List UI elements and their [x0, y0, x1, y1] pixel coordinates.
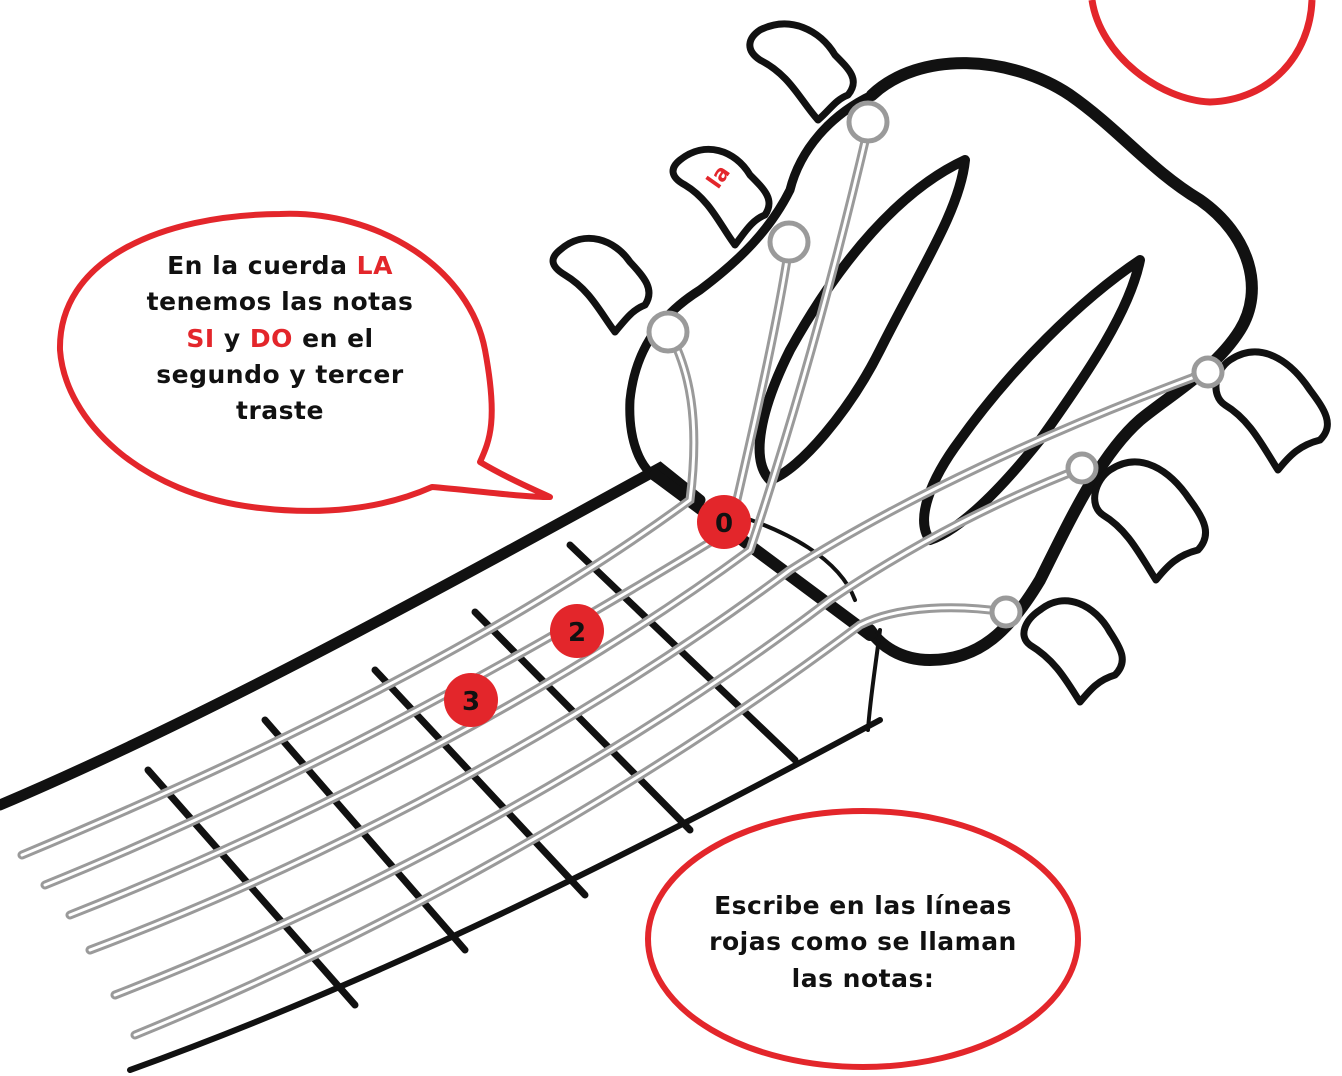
string-post — [649, 313, 687, 351]
svg-text:2: 2 — [568, 618, 586, 648]
tuning-peg — [553, 238, 649, 332]
bubble-bottom-text: Escribe en las líneas rojas como se llam… — [668, 888, 1058, 997]
text: segundo y tercer — [110, 357, 450, 393]
tuning-peg — [1024, 601, 1122, 702]
fret-marker-2: 2 — [550, 604, 604, 658]
text: en el — [293, 324, 374, 353]
svg-text:0: 0 — [715, 509, 733, 539]
text: las notas: — [668, 961, 1058, 997]
highlight-la: LA — [357, 251, 393, 280]
tuning-peg — [1216, 352, 1327, 470]
highlight-do: DO — [250, 324, 293, 353]
string-post — [992, 598, 1020, 626]
text: y — [215, 324, 250, 353]
string-post — [770, 223, 808, 261]
corner-circle — [1092, 0, 1312, 102]
fret-marker-3: 3 — [444, 673, 498, 727]
bubble-top-text: En la cuerda LA tenemos las notas SI y D… — [110, 248, 450, 429]
text: traste — [110, 393, 450, 429]
tuning-peg — [673, 149, 769, 245]
tuning-peg — [1095, 462, 1206, 580]
highlight-si: SI — [186, 324, 214, 353]
text: Escribe en las líneas — [668, 888, 1058, 924]
string-post — [1194, 358, 1222, 386]
svg-text:3: 3 — [462, 687, 480, 717]
string-post — [1068, 454, 1096, 482]
tuning-peg — [750, 24, 853, 120]
text: En la cuerda — [167, 251, 357, 280]
text: tenemos las notas — [110, 284, 450, 320]
string-post — [849, 103, 887, 141]
text: rojas como se llaman — [668, 924, 1058, 960]
fret-marker-open: 0 — [697, 495, 751, 549]
